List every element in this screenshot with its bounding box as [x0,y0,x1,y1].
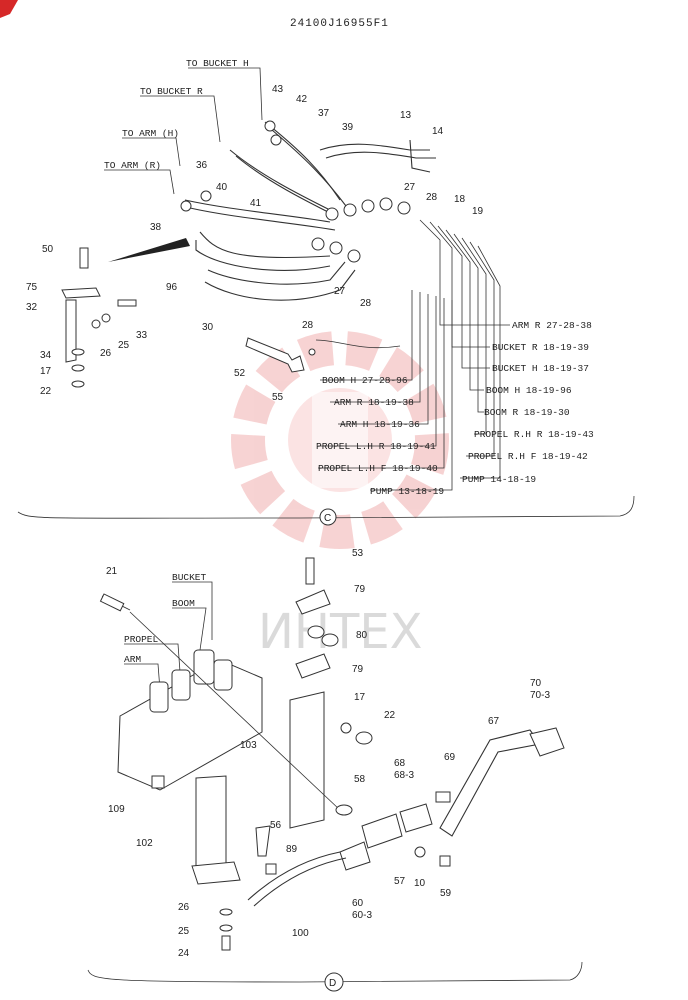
valve-label: PROPEL [124,634,159,645]
part-number: 79 [352,664,364,675]
routing-label: PROPEL L.H F 18-19-40 [318,463,438,474]
part-number: 56 [270,820,282,831]
part-number: 103 [240,740,257,751]
part-number: 17 [40,366,52,377]
corner-tab [0,0,18,18]
part-number: 38 [150,222,162,233]
part-number: 57 [394,876,406,887]
dest-arm-h: TO ARM (H) [122,128,179,139]
part-number: 70 [530,678,542,689]
part-number: 10 [414,878,426,889]
part-number: 100 [292,928,309,939]
part-number: 42 [296,94,308,105]
section-d-border [87,961,583,983]
part-number: 43 [272,84,284,95]
part-number: 60 [352,898,364,909]
routing-label: PUMP 13-18-19 [370,486,444,497]
part-number: 13 [400,110,412,121]
part-number: 32 [26,302,38,313]
part-number: 52 [234,368,246,379]
part-number: 34 [40,350,52,361]
section-d-part-numbers: 53 79 80 79 21 17 22 103 109 58 70 70-3 … [106,548,550,959]
dest-bucket-h: TO BUCKET H [186,58,249,69]
part-number: 68-3 [394,770,414,781]
section-c-marker-letter: C [324,513,331,524]
routing-label: BUCKET R 18-19-39 [492,342,589,353]
dest-bucket-r: TO BUCKET R [140,86,203,97]
part-number: 18 [454,194,466,205]
part-number: 21 [106,566,118,577]
routing-label: PUMP 14-18-19 [462,474,536,485]
part-number: 28 [426,192,438,203]
routing-label: PROPEL R.H R 18-19-43 [474,429,594,440]
valve-label: BOOM [172,598,195,609]
part-number: 36 [196,160,208,171]
part-number: 55 [272,392,284,403]
routing-label: ARM H 18-19-36 [340,419,420,430]
routing-label: BOOM H 27-28-96 [322,375,408,386]
valve-label: BUCKET [172,572,207,583]
part-number: 17 [354,692,366,703]
part-number: 37 [318,108,330,119]
section-d-valve-labels: BUCKET BOOM PROPEL ARM [124,572,207,665]
valve-label: ARM [124,654,141,665]
direction-arrow [108,238,190,262]
section-d-marker-letter: D [329,978,336,989]
section-c-destinations: TO BUCKET H TO BUCKET R TO ARM (H) TO AR… [104,58,249,171]
part-number: 26 [178,902,190,913]
part-number: 27 [334,286,346,297]
part-number: 39 [342,122,354,133]
part-number: 53 [352,548,364,559]
part-number: 102 [136,838,153,849]
part-number: 68 [394,758,406,769]
routing-label: BOOM R 18-19-30 [484,407,570,418]
watermark-text: ИНТЕХ [258,604,423,660]
part-number: 25 [118,340,130,351]
part-number: 80 [356,630,368,641]
part-number: 22 [40,386,52,397]
section-c-routing-labels: ARM R 27-28-38 BUCKET R 18-19-39 BUCKET … [316,320,594,497]
part-number: 75 [26,282,38,293]
part-number: 67 [488,716,500,727]
part-number: 70-3 [530,690,550,701]
routing-label: PROPEL L.H R 18-19-41 [316,441,436,452]
part-number: 109 [108,804,125,815]
part-number: 26 [100,348,112,359]
routing-label: ARM R 27-28-38 [512,320,592,331]
part-number: 27 [404,182,416,193]
document-code: 24100J16955F1 [290,18,389,30]
part-number: 69 [444,752,456,763]
part-number: 22 [384,710,396,721]
part-number: 28 [360,298,372,309]
routing-label: PROPEL R.H F 18-19-42 [468,451,588,462]
part-number: 58 [354,774,366,785]
section-c-marker [319,508,337,526]
part-number: 28 [302,320,314,331]
section-c-part-numbers: 43 42 37 39 13 14 36 40 41 38 27 28 18 1… [26,84,484,403]
part-number: 89 [286,844,298,855]
part-number: 33 [136,330,148,341]
part-number: 59 [440,888,452,899]
watermark-logo [231,331,449,549]
part-number: 50 [42,244,54,255]
part-number: 79 [354,584,366,595]
section-c-border [17,495,635,519]
part-number: 25 [178,926,190,937]
routing-label: BOOM H 18-19-96 [486,385,572,396]
part-number: 19 [472,206,484,217]
section-d-drawing [87,557,583,992]
section-c-drawing [17,67,635,526]
routing-label: BUCKET H 18-19-37 [492,363,589,374]
dest-arm-r: TO ARM (R) [104,160,161,171]
part-number: 96 [166,282,178,293]
section-d-marker [324,972,344,992]
part-number: 40 [216,182,228,193]
part-number: 30 [202,322,214,333]
part-number: 60-3 [352,910,372,921]
part-number: 14 [432,126,444,137]
routing-label: ARM R 18-19-38 [334,397,414,408]
part-number: 24 [178,948,190,959]
part-number: 41 [250,198,262,209]
